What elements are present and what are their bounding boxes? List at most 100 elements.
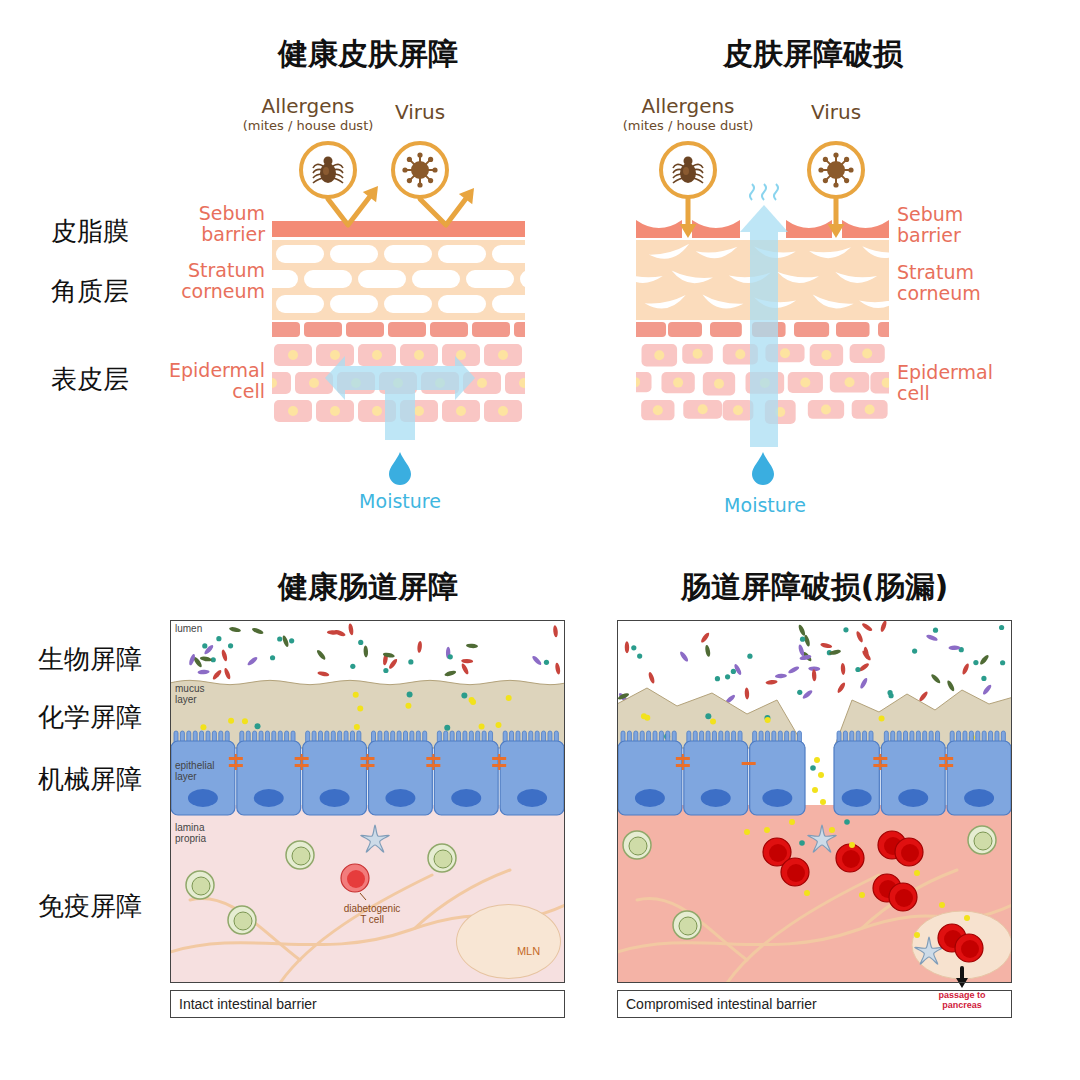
panel-heading: 健康肠道屏障	[278, 567, 458, 608]
microbe-dot	[810, 765, 816, 771]
epidermal-cell	[442, 400, 480, 422]
epithelial-cell	[434, 741, 498, 815]
icon-circle	[661, 143, 715, 197]
moisture-label: Moisture	[359, 490, 441, 512]
mucus-particle	[879, 716, 885, 722]
bacterium	[348, 623, 354, 636]
bacterium	[246, 656, 258, 667]
bacterium	[197, 669, 209, 674]
icon-label: Virus	[395, 100, 445, 124]
evaporation-wave	[750, 184, 754, 200]
toxin-particle	[789, 819, 795, 825]
panel-heading: 健康皮肤屏障	[278, 34, 458, 75]
layer-label: Stratum corneum	[897, 262, 981, 304]
mucus-particle	[765, 717, 771, 723]
bacterium	[466, 643, 478, 648]
virus-spike-tip	[844, 157, 849, 162]
moisture-label: Moisture	[724, 494, 806, 516]
corneocyte	[276, 245, 324, 263]
immune-cell	[673, 911, 701, 939]
cell-nucleus	[498, 350, 508, 360]
cell-nucleus	[635, 789, 665, 807]
cell-nucleus	[330, 406, 340, 416]
corneocyte	[520, 270, 525, 288]
tight-junction	[742, 762, 756, 765]
immune-cell	[228, 906, 256, 934]
microbe-dot	[747, 654, 752, 659]
bacterium	[647, 671, 655, 684]
bacterium	[801, 689, 813, 700]
moisture-head	[740, 205, 788, 232]
icon-label: Allergens	[641, 94, 734, 118]
damaged-corneocyte	[645, 295, 688, 312]
bacterium	[221, 649, 229, 662]
corneocyte	[466, 270, 514, 288]
immune-cell-core	[974, 832, 992, 850]
cell-nucleus	[385, 789, 415, 807]
bacterium	[946, 680, 956, 693]
layer-label: Sebum barrier	[199, 203, 265, 245]
arrow-head	[680, 224, 697, 238]
t-cell-core	[347, 870, 365, 888]
bacterium	[836, 681, 846, 693]
damaged-corneocyte	[859, 298, 889, 310]
epidermal-cell	[852, 400, 888, 419]
bacterium	[417, 641, 423, 653]
bacterium	[799, 654, 812, 661]
healthy-gut-illustration	[150, 620, 590, 983]
mucus-layer	[617, 688, 805, 748]
moisture-stem	[750, 232, 778, 447]
arrow-head	[459, 188, 474, 204]
damaged-corneocyte	[834, 272, 877, 285]
bacterium	[281, 635, 289, 648]
epidermal-cell	[642, 344, 678, 366]
damaged-corneocyte	[696, 247, 739, 261]
lumen-ground	[617, 620, 1012, 983]
icon-circle	[393, 143, 447, 197]
sebum-fragment	[692, 220, 740, 238]
cell-nucleus	[309, 378, 319, 388]
mucus-particle	[405, 703, 411, 709]
cell-nucleus	[654, 350, 664, 360]
epithelial-cell	[618, 741, 682, 815]
cell-nucleus	[372, 406, 382, 416]
cell-nucleus	[636, 377, 640, 387]
caption-box: Intact intestinal barrier	[170, 990, 565, 1018]
microbe-dot	[797, 690, 802, 695]
nerve-fiber	[637, 898, 747, 960]
damaged-corneocyte	[809, 247, 852, 260]
bacterium	[861, 622, 873, 632]
bacterium	[797, 644, 805, 657]
mucus-particle	[461, 692, 467, 698]
icon-sublabel: (mites / house dust)	[243, 118, 374, 133]
cell-nucleus	[330, 350, 340, 360]
layer-label: Stratum corneum	[181, 260, 265, 302]
microbe-dot	[270, 655, 275, 660]
cell-nucleus	[456, 350, 466, 360]
panel-heading: 皮肤屏障破损	[723, 34, 903, 75]
corneocyte	[304, 270, 352, 288]
epithelial-cell	[684, 741, 748, 815]
flattened-cell	[388, 322, 426, 337]
mucus-particle	[228, 718, 234, 724]
bacterium	[383, 652, 396, 659]
bacterium	[316, 649, 327, 661]
moisture-head	[455, 356, 475, 400]
microbe-dot	[631, 645, 636, 650]
bacterium	[555, 662, 561, 675]
toxin-particle	[849, 842, 855, 848]
microbe-dot	[216, 636, 221, 641]
microbe-dot	[350, 664, 355, 669]
epidermal-cell	[723, 400, 754, 420]
epidermal-cell	[830, 372, 869, 392]
epithelial-cell	[369, 741, 433, 815]
mucus-particle	[710, 718, 716, 724]
virus-spike-tip	[823, 157, 828, 162]
bacterium	[531, 655, 543, 667]
corneocyte	[272, 270, 298, 288]
cell-nucleus	[800, 378, 810, 388]
layer-label: Epidermal cell	[897, 362, 993, 404]
microbe-dot	[725, 674, 730, 679]
region-label: epithelial layer	[175, 760, 214, 782]
toxin-particle	[964, 915, 970, 921]
